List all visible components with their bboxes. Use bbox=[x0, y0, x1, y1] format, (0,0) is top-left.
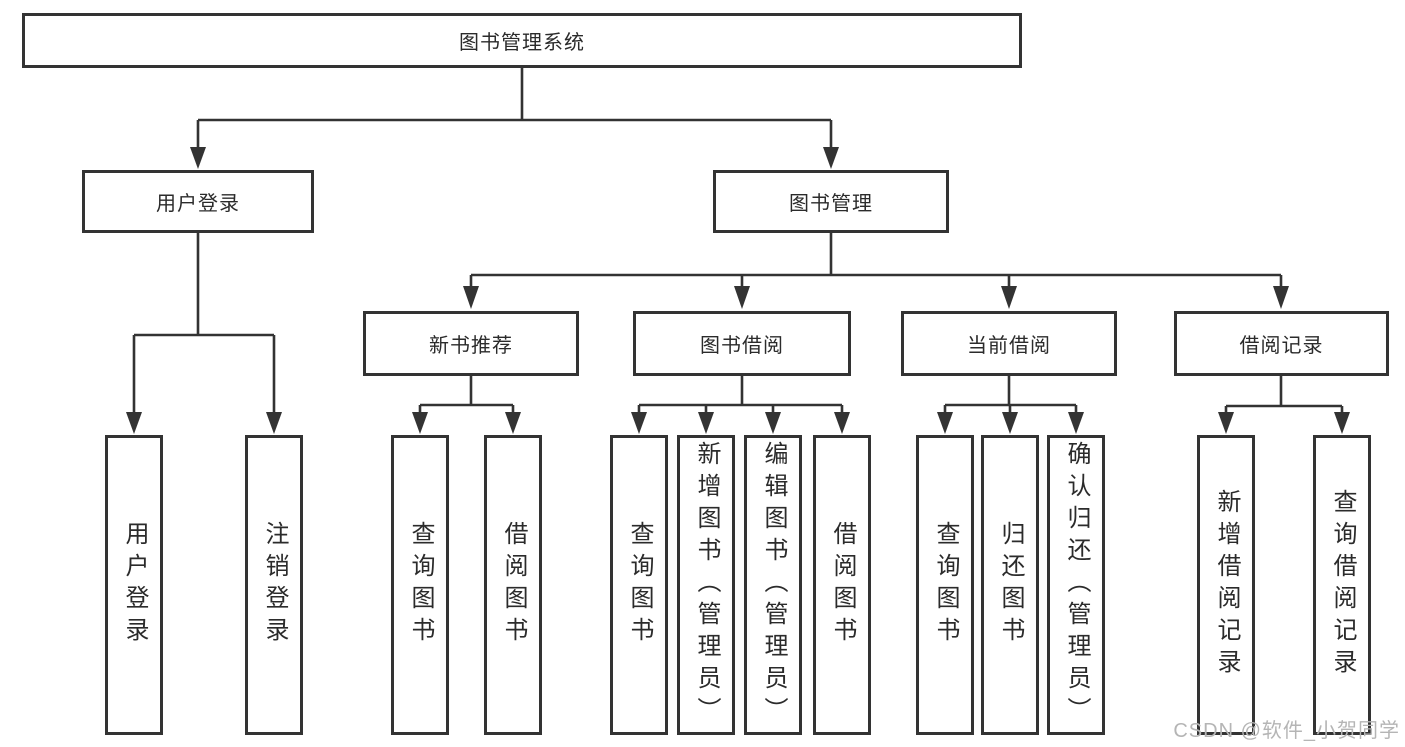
connector-new-book-children bbox=[412, 376, 521, 434]
node-user-login: 用户登录 bbox=[82, 170, 314, 233]
connector-book-borrow-children bbox=[631, 376, 850, 434]
connector-user-login-children bbox=[126, 233, 282, 434]
leaf-query-books-current: 查询图书 bbox=[916, 435, 974, 735]
node-new-book-recommendation: 新书推荐 bbox=[363, 311, 579, 376]
leaf-user-login: 用户登录 bbox=[105, 435, 163, 735]
leaf-logout: 注销登录 bbox=[245, 435, 303, 735]
leaf-query-borrow-record: 查询借阅记录 bbox=[1313, 435, 1371, 735]
leaf-borrow-books-newbook: 借阅图书 bbox=[484, 435, 542, 735]
leaf-confirm-return-admin: 确认归还（管理员） bbox=[1047, 435, 1105, 735]
leaf-return-books: 归还图书 bbox=[981, 435, 1039, 735]
connector-book-management-children bbox=[463, 233, 1289, 309]
connector-root-to-level2 bbox=[190, 68, 839, 169]
csdn-watermark: CSDN @软件_小贺同学 bbox=[1173, 720, 1400, 742]
leaf-borrow-books-borrowing: 借阅图书 bbox=[813, 435, 871, 735]
node-borrowing-records: 借阅记录 bbox=[1174, 311, 1389, 376]
node-book-borrowing: 图书借阅 bbox=[633, 311, 851, 376]
node-library-system: 图书管理系统 bbox=[22, 13, 1022, 68]
leaf-add-book-admin: 新增图书（管理员） bbox=[677, 435, 735, 735]
node-current-borrowing: 当前借阅 bbox=[901, 311, 1117, 376]
connector-current-borrow-children bbox=[937, 376, 1084, 434]
connector-borrow-record-children bbox=[1218, 376, 1350, 434]
leaf-add-borrow-record: 新增借阅记录 bbox=[1197, 435, 1255, 735]
leaf-edit-book-admin: 编辑图书（管理员） bbox=[744, 435, 802, 735]
leaf-query-books-newbook: 查询图书 bbox=[391, 435, 449, 735]
node-book-management: 图书管理 bbox=[713, 170, 949, 233]
leaf-query-books-borrowing: 查询图书 bbox=[610, 435, 668, 735]
